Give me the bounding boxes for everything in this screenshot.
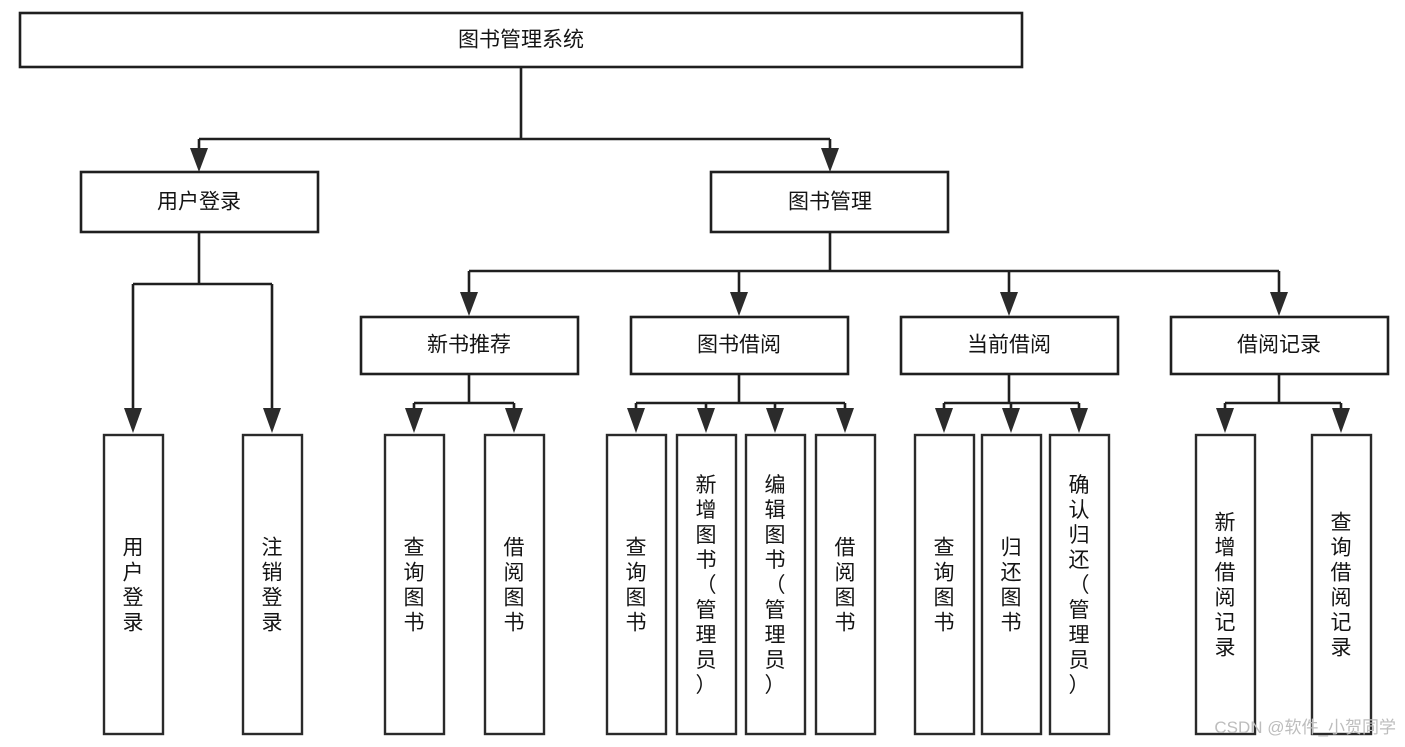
node-leaf-borrow-book-recommend-label: 借阅图书 xyxy=(504,537,525,635)
node-leaf-query-book-recommend[interactable]: 查询图书 xyxy=(383,433,446,736)
arrow-to-current-borrow xyxy=(1000,292,1018,316)
node-borrow-record-box[interactable] xyxy=(1169,315,1390,376)
node-leaf-borrow-book-label: 借阅图书 xyxy=(835,537,856,635)
node-borrow-record-label: 借阅记录 xyxy=(1237,334,1321,357)
node-leaf-query-book-current[interactable]: 查询图书 xyxy=(913,433,976,736)
node-root[interactable]: 图书管理系统 xyxy=(18,11,1024,69)
connector-bookborrow-to-bus xyxy=(634,374,847,412)
node-leaf-add-book-admin[interactable]: 新增图书（管理员） xyxy=(675,433,738,736)
node-root-box[interactable] xyxy=(18,11,1024,69)
arrow-to-book-manage xyxy=(821,148,839,172)
node-book-borrow[interactable]: 图书借阅 xyxy=(629,315,850,376)
node-book-manage[interactable]: 图书管理 xyxy=(709,170,950,234)
connector-newbook-to-bus xyxy=(412,374,516,412)
node-user-login-box[interactable] xyxy=(79,170,320,234)
arrow-to-leaf-query-book-borrow xyxy=(627,408,645,433)
arrow-to-user-login xyxy=(190,148,208,172)
connector-root-to-bus xyxy=(197,67,832,152)
node-leaf-borrow-book[interactable]: 借阅图书 xyxy=(814,433,877,736)
node-leaf-confirm-return-admin-label: 确认归还（管理员） xyxy=(1069,474,1090,697)
arrow-to-leaf-query-borrow-record xyxy=(1332,408,1350,433)
node-leaf-return-book-box[interactable] xyxy=(980,433,1043,736)
node-leaf-query-book-current-box[interactable] xyxy=(913,433,976,736)
node-leaf-user-login[interactable]: 用户登录 xyxy=(102,433,165,736)
node-current-borrow[interactable]: 当前借阅 xyxy=(899,315,1120,376)
node-book-borrow-box[interactable] xyxy=(629,315,850,376)
node-leaf-logout-login[interactable]: 注销登录 xyxy=(241,433,304,736)
arrow-to-leaf-return-book xyxy=(1002,408,1020,433)
node-leaf-confirm-return-admin[interactable]: 确认归还（管理员） xyxy=(1048,433,1111,736)
node-current-borrow-label: 当前借阅 xyxy=(967,334,1051,357)
node-leaf-confirm-return-admin-box[interactable] xyxy=(1048,433,1111,736)
node-book-manage-box[interactable] xyxy=(709,170,950,234)
node-leaf-borrow-book-box[interactable] xyxy=(814,433,877,736)
connector-layer xyxy=(124,67,1350,433)
node-leaf-add-borrow-record-label: 新增借阅记录 xyxy=(1215,512,1236,660)
node-user-login[interactable]: 用户登录 xyxy=(79,170,320,234)
node-leaf-add-borrow-record-box[interactable] xyxy=(1194,433,1257,736)
node-leaf-add-book-admin-label: 新增图书（管理员） xyxy=(696,474,717,697)
node-leaf-query-book-current-label: 查询图书 xyxy=(934,537,955,635)
connector-borrowrecord-to-bus xyxy=(1223,374,1343,412)
arrow-to-leaf-logout-login xyxy=(263,408,281,433)
node-leaf-add-book-admin-box[interactable] xyxy=(675,433,738,736)
node-leaf-edit-book-admin-label: 编辑图书（管理员） xyxy=(765,474,786,697)
node-leaf-user-login-label: 用户登录 xyxy=(123,537,144,635)
node-leaf-return-book-label: 归还图书 xyxy=(1001,537,1022,635)
arrow-to-leaf-borrow-book-recommend xyxy=(505,408,523,433)
node-leaf-edit-book-admin[interactable]: 编辑图书（管理员） xyxy=(744,433,807,736)
node-leaf-logout-login-label: 注销登录 xyxy=(262,537,283,635)
node-new-book-recommend[interactable]: 新书推荐 xyxy=(359,315,580,376)
csdn-watermark: CSDN @软件_小贺同学 xyxy=(1214,718,1396,737)
arrow-to-leaf-query-book-current xyxy=(935,408,953,433)
node-leaf-user-login-box[interactable] xyxy=(102,433,165,736)
node-current-borrow-box[interactable] xyxy=(899,315,1120,376)
arrow-to-leaf-borrow-book xyxy=(836,408,854,433)
node-leaf-query-borrow-record-box[interactable] xyxy=(1310,433,1373,736)
node-new-book-recommend-box[interactable] xyxy=(359,315,580,376)
connector-currentborrow-to-bus xyxy=(942,374,1081,412)
node-leaf-query-book-borrow-label: 查询图书 xyxy=(626,537,647,635)
arrow-to-leaf-confirm-return-admin xyxy=(1070,408,1088,433)
node-leaf-add-borrow-record[interactable]: 新增借阅记录 xyxy=(1194,433,1257,736)
arrow-to-borrow-record xyxy=(1270,292,1288,316)
arrow-to-book-borrow xyxy=(730,292,748,316)
node-leaf-return-book[interactable]: 归还图书 xyxy=(980,433,1043,736)
node-book-manage-label: 图书管理 xyxy=(788,191,872,214)
node-leaf-query-book-recommend-label: 查询图书 xyxy=(404,537,425,635)
connector-bookmanage-to-bus xyxy=(467,232,1281,296)
node-leaf-logout-login-box[interactable] xyxy=(241,433,304,736)
node-leaf-query-borrow-record-label: 查询借阅记录 xyxy=(1331,512,1352,660)
arrow-to-leaf-query-book-recommend xyxy=(405,408,423,433)
arrow-to-leaf-edit-book-admin xyxy=(766,408,784,433)
node-leaf-query-book-borrow-box[interactable] xyxy=(605,433,668,736)
node-leaf-edit-book-admin-box[interactable] xyxy=(744,433,807,736)
node-leaf-query-borrow-record[interactable]: 查询借阅记录 xyxy=(1310,433,1373,736)
node-leaf-borrow-book-recommend[interactable]: 借阅图书 xyxy=(483,433,546,736)
arrow-to-leaf-add-borrow-record xyxy=(1216,408,1234,433)
node-borrow-record[interactable]: 借阅记录 xyxy=(1169,315,1390,376)
node-leaf-query-book-borrow[interactable]: 查询图书 xyxy=(605,433,668,736)
node-leaf-query-book-recommend-box[interactable] xyxy=(383,433,446,736)
arrow-to-leaf-user-login xyxy=(124,408,142,433)
node-leaf-borrow-book-recommend-box[interactable] xyxy=(483,433,546,736)
node-book-borrow-label: 图书借阅 xyxy=(697,334,781,357)
node-new-book-recommend-label: 新书推荐 xyxy=(427,334,511,357)
arrow-to-leaf-add-book-admin xyxy=(697,408,715,433)
node-user-login-label: 用户登录 xyxy=(157,191,241,214)
arrow-to-new-book-recommend xyxy=(460,292,478,316)
node-root-label: 图书管理系统 xyxy=(458,29,584,52)
connector-userlogin-to-bus xyxy=(131,232,274,412)
